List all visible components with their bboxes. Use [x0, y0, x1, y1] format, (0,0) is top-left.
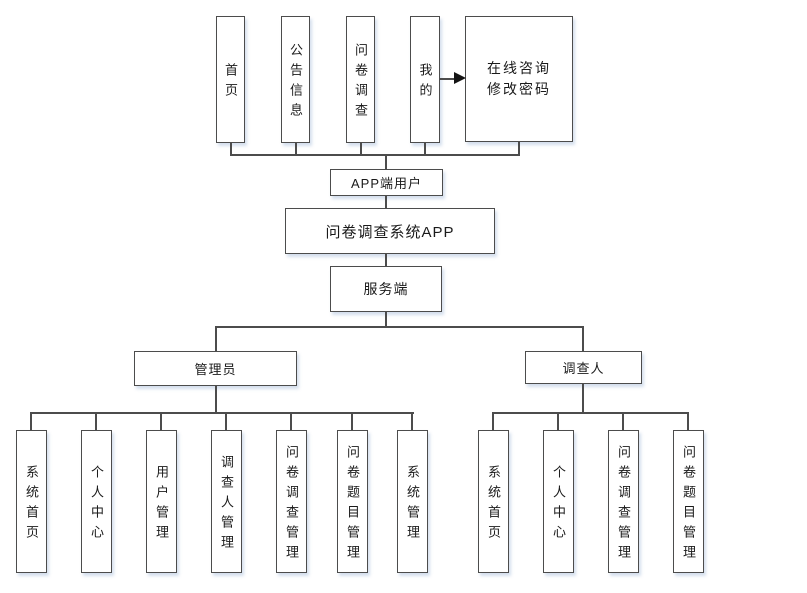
connector-line: [351, 414, 353, 430]
node-online-consult-change-password-label: 在线咨询 修改密码: [487, 58, 551, 100]
node-surveyor-question-management-label: 问卷题目管理: [681, 445, 696, 565]
connector-line: [492, 414, 494, 430]
connector-line: [687, 414, 689, 430]
node-admin: 管理员: [134, 351, 297, 386]
connector-bus-top: [230, 154, 520, 156]
node-surveyor-question-management: 问卷题目管理: [673, 430, 704, 573]
node-admin-survey-management: 问卷调查管理: [276, 430, 307, 573]
node-survey-system-app: 问卷调查系统APP: [285, 208, 495, 254]
node-admin-label: 管理员: [194, 362, 237, 377]
node-questionnaire-survey: 问卷调查: [346, 16, 375, 143]
connector-bus-surveyor: [492, 412, 689, 414]
node-admin-personal-center: 个人中心: [81, 430, 112, 573]
online-consult-line: 在线咨询: [487, 60, 551, 76]
node-admin-personal-center-label: 个人中心: [89, 465, 104, 545]
connector-line: [385, 156, 387, 169]
connector-line: [215, 328, 217, 351]
node-surveyor-system-home: 系统首页: [478, 430, 509, 573]
connector-line: [518, 142, 520, 155]
node-admin-surveyor-management: 调查人管理: [211, 430, 242, 573]
node-questionnaire-survey-label: 问卷调查: [353, 43, 368, 123]
node-announcement-info: 公告信息: [281, 16, 310, 143]
node-admin-surveyor-management-label: 调查人管理: [219, 455, 234, 555]
node-admin-user-management: 用户管理: [146, 430, 177, 573]
node-admin-system-management-label: 系统管理: [405, 465, 420, 545]
connector-line: [582, 384, 584, 412]
node-admin-question-management: 问卷题目管理: [337, 430, 368, 573]
connector-line: [215, 386, 217, 412]
node-surveyor-survey-management: 问卷调查管理: [608, 430, 639, 573]
arrow-right-icon: [454, 72, 466, 84]
change-password-line: 修改密码: [487, 81, 551, 97]
connector-line: [385, 312, 387, 326]
node-home: 首页: [216, 16, 245, 143]
node-app-user: APP端用户: [330, 169, 443, 196]
connector-line: [95, 414, 97, 430]
node-surveyor-system-home-label: 系统首页: [486, 465, 501, 545]
node-mine: 我的: [410, 16, 440, 143]
connector-line: [230, 143, 232, 155]
node-surveyor-personal-center: 个人中心: [543, 430, 574, 573]
node-app-user-label: APP端用户: [350, 176, 422, 191]
node-admin-system-home: 系统首页: [16, 430, 47, 573]
connector-line: [557, 414, 559, 430]
node-admin-user-management-label: 用户管理: [154, 465, 169, 545]
node-mine-label: 我的: [417, 63, 433, 103]
connector-line: [622, 414, 624, 430]
node-surveyor: 调查人: [525, 351, 642, 384]
connector-line: [290, 414, 292, 430]
connector-line: [30, 414, 32, 430]
node-server: 服务端: [330, 266, 442, 312]
node-admin-survey-management-label: 问卷调查管理: [284, 445, 299, 565]
node-admin-system-management: 系统管理: [397, 430, 428, 573]
node-surveyor-survey-management-label: 问卷调查管理: [616, 445, 631, 565]
node-online-consult-change-password: 在线咨询 修改密码: [465, 16, 573, 142]
connector-line: [385, 196, 387, 208]
arrow-line: [440, 78, 456, 80]
connector-line: [385, 254, 387, 266]
connector-line: [225, 414, 227, 430]
connector-line: [295, 143, 297, 155]
connector-line: [411, 414, 413, 430]
node-server-label: 服务端: [363, 281, 409, 297]
node-admin-system-home-label: 系统首页: [24, 465, 39, 545]
connector-bus-roles: [215, 326, 584, 328]
connector-bus-admin: [30, 412, 414, 414]
node-surveyor-personal-center-label: 个人中心: [551, 465, 566, 545]
node-surveyor-label: 调查人: [562, 361, 605, 376]
connector-line: [160, 414, 162, 430]
node-announcement-info-label: 公告信息: [288, 43, 303, 123]
node-survey-system-app-label: 问卷调查系统APP: [325, 223, 455, 241]
node-home-label: 首页: [223, 63, 238, 103]
connector-line: [582, 328, 584, 351]
connector-line: [360, 143, 362, 155]
connector-line: [424, 143, 426, 155]
node-admin-question-management-label: 问卷题目管理: [345, 445, 360, 565]
